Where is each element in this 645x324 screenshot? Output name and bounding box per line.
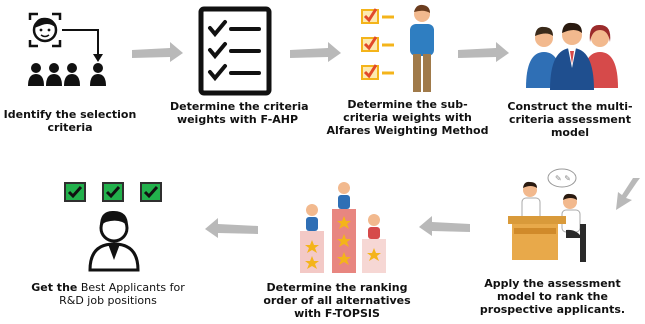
arrow-down-left-4 (616, 178, 640, 210)
arrow-left-6 (205, 218, 258, 238)
selection-criteria-icon (22, 10, 118, 90)
person-checklist-icon (360, 4, 450, 96)
arrow-right-3 (458, 42, 509, 62)
arrow-right-1 (132, 42, 183, 62)
best-applicant-icon (62, 180, 168, 272)
step-7-label: Get the Best Applicants for R&D job posi… (31, 281, 185, 307)
svg-text:✎ ✎: ✎ ✎ (555, 174, 571, 183)
team-icon (522, 18, 622, 90)
checklist-icon (198, 6, 274, 96)
arrow-left-5 (419, 216, 470, 236)
interview-icon: ✎ ✎ (500, 168, 600, 268)
arrow-right-2 (290, 42, 341, 62)
podium-icon (296, 180, 388, 274)
